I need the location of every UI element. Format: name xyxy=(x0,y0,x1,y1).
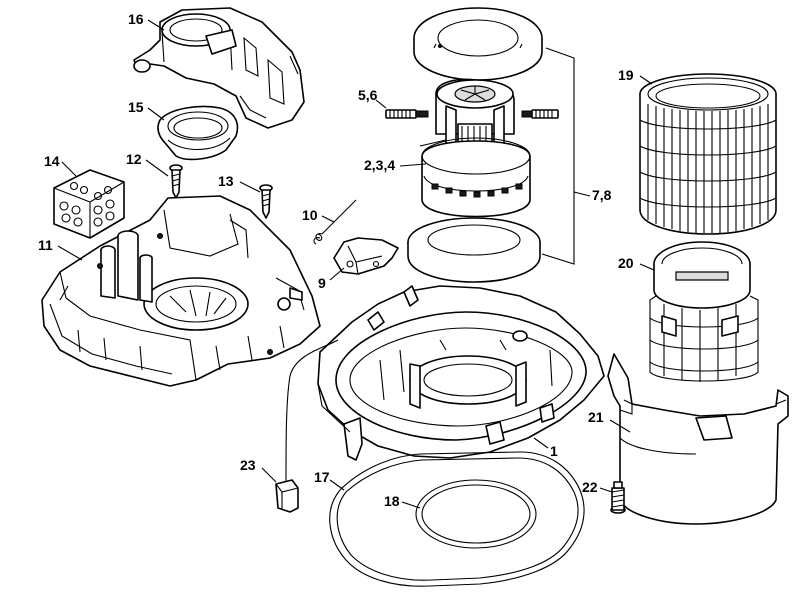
callout-1: 1 xyxy=(550,443,558,459)
part-5-6-carbon-brushes[interactable] xyxy=(385,109,559,119)
part-19-cartridge-filter[interactable] xyxy=(639,73,777,235)
part-11-motor-housing[interactable] xyxy=(41,195,321,387)
callout-18: 18 xyxy=(384,493,400,509)
callout-17: 17 xyxy=(314,469,330,485)
part-16-cover-duct[interactable] xyxy=(133,7,305,129)
callout-14: 14 xyxy=(44,153,60,169)
callout-2-3-4: 2,3,4 xyxy=(364,157,395,173)
leader-lines xyxy=(57,19,655,509)
part-23-cable-plug[interactable] xyxy=(275,339,339,513)
callout-21: 21 xyxy=(588,409,604,425)
part-15-ring[interactable] xyxy=(157,105,239,161)
callout-9: 9 xyxy=(318,275,326,291)
callout-labels: 16 15 14 12 13 11 10 9 5,6 2,3,4 7,8 19 … xyxy=(38,11,634,509)
callout-20: 20 xyxy=(618,255,634,271)
part-20-filter-cage[interactable] xyxy=(649,241,759,382)
callout-15: 15 xyxy=(128,99,144,115)
part-9-latch[interactable] xyxy=(333,237,399,275)
part-7-8-top-gasket[interactable] xyxy=(413,7,543,81)
part-12-screw[interactable] xyxy=(169,164,183,199)
callout-5-6: 5,6 xyxy=(358,87,378,103)
callout-16: 16 xyxy=(128,11,144,27)
part-21-tank[interactable] xyxy=(607,353,789,525)
callout-7-8: 7,8 xyxy=(592,187,612,203)
part-22-screw[interactable] xyxy=(610,481,626,514)
part-7-8-bottom-gasket[interactable] xyxy=(407,217,541,283)
part-13-screw[interactable] xyxy=(259,184,273,219)
part-1-lower-housing[interactable] xyxy=(317,285,605,461)
part-10-spring[interactable] xyxy=(313,199,357,245)
part-18-inner-seal[interactable] xyxy=(415,479,537,549)
part-2-3-4-motor[interactable] xyxy=(421,78,531,218)
part-14-filter-block[interactable] xyxy=(53,169,125,239)
callout-11: 11 xyxy=(38,237,53,253)
callout-22: 22 xyxy=(582,479,598,495)
part-17-outer-seal[interactable] xyxy=(329,451,585,587)
callout-13: 13 xyxy=(218,173,234,189)
callout-10: 10 xyxy=(302,207,318,223)
callout-12: 12 xyxy=(126,151,142,167)
callout-23: 23 xyxy=(240,457,256,473)
callout-19: 19 xyxy=(618,67,634,83)
